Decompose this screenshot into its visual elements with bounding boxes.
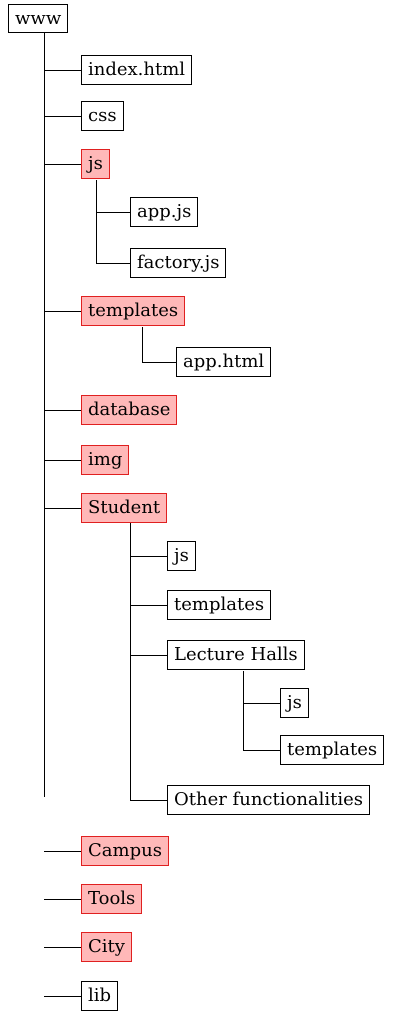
branch (44, 996, 81, 997)
tree-node-www[interactable]: www (8, 4, 69, 33)
branch (142, 362, 176, 363)
branch (130, 556, 167, 557)
branch (130, 655, 167, 656)
branch (44, 947, 81, 948)
branch (243, 703, 280, 704)
tree-node-factory-js[interactable]: factory.js (130, 248, 227, 278)
branch (130, 605, 167, 606)
branch (44, 508, 81, 509)
branch (96, 263, 130, 264)
tree-node-database[interactable]: database (81, 395, 178, 425)
tree-node-other-functionalities[interactable]: Other functionalities (167, 785, 371, 815)
tree-node-lecture-halls-templates[interactable]: templates (280, 735, 385, 765)
branch (96, 212, 130, 213)
branch (44, 899, 81, 900)
branch (44, 460, 81, 461)
branch (44, 851, 81, 852)
connector-templates (142, 327, 143, 363)
branch (44, 116, 81, 117)
tree-node-js[interactable]: js (81, 149, 110, 179)
branch (130, 800, 167, 801)
tree-node-app-js[interactable]: app.js (130, 197, 199, 227)
tree-node-student[interactable]: Student (81, 493, 168, 523)
branch (44, 410, 81, 411)
branch (44, 70, 81, 71)
tree-node-app-html[interactable]: app.html (176, 347, 272, 377)
tree-node-lib[interactable]: lib (81, 981, 119, 1011)
tree-node-index-html[interactable]: index.html (81, 55, 193, 85)
tree-node-tools[interactable]: Tools (81, 884, 143, 914)
connector-student (130, 523, 131, 801)
tree-node-css[interactable]: css (81, 101, 124, 131)
tree-node-img[interactable]: img (81, 445, 130, 475)
tree-node-lecture-halls-js[interactable]: js (280, 688, 309, 718)
connector-js (96, 180, 97, 264)
tree-node-templates[interactable]: templates (81, 296, 186, 326)
tree-node-student-js[interactable]: js (167, 541, 196, 571)
tree-node-lecture-halls[interactable]: Lecture Halls (167, 640, 305, 670)
tree-node-campus[interactable]: Campus (81, 836, 169, 866)
tree-node-city[interactable]: City (81, 932, 132, 962)
branch (44, 164, 81, 165)
branch (243, 750, 280, 751)
branch (44, 311, 81, 312)
connector-lecture-halls (243, 671, 244, 751)
connector-root (44, 33, 45, 797)
tree-node-student-templates[interactable]: templates (167, 590, 272, 620)
